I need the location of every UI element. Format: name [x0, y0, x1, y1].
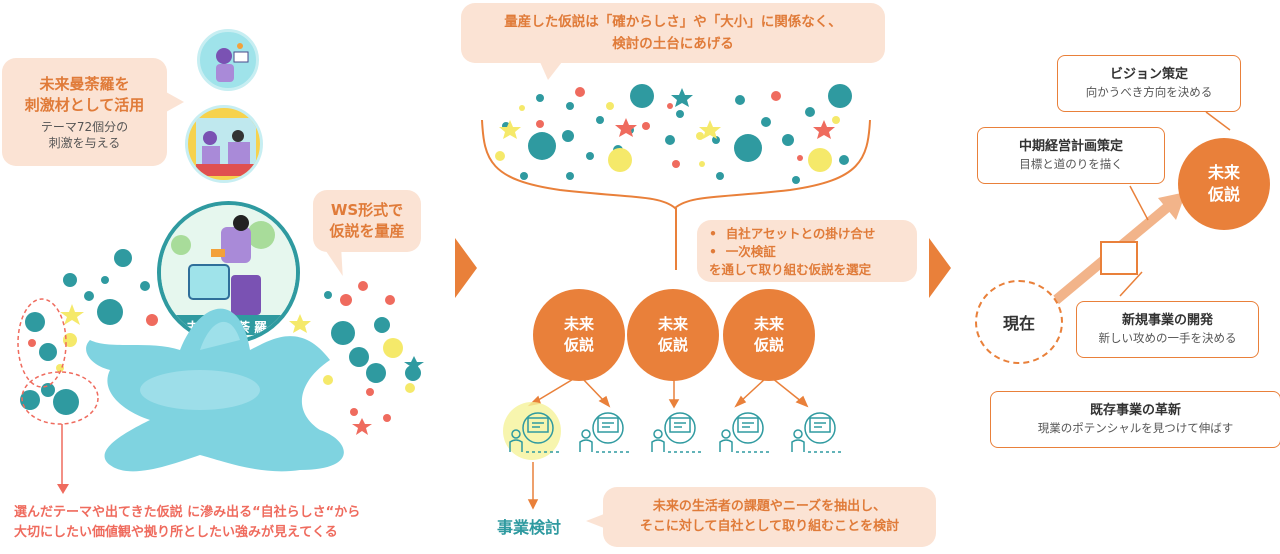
hypothesis-circle-1: 未来 仮説 — [533, 289, 625, 381]
section-arrow-2 — [929, 238, 951, 298]
study-person-icon-3 — [651, 412, 702, 453]
hypothesis-dots — [481, 84, 871, 210]
midpoint-box — [1100, 241, 1138, 275]
footer-arrow-head — [57, 484, 69, 494]
midterm-box: 中期経営計画策定 目標と道のりを描く — [977, 127, 1165, 184]
top-hypothesis-text: 量産した仮説は「確からしさ」や「大小」に関係なく、 検討の土台にあげる — [504, 14, 842, 52]
brace-stem — [675, 208, 677, 270]
current-circle: 現在 — [975, 280, 1063, 364]
select-bullet-1: • 自社アセットとの掛け合せ — [709, 226, 876, 241]
avatar-illustration-main: 未来曼荼羅 — [157, 201, 300, 344]
vision-box: ビジョン策定 向かうべき方向を決める — [1057, 55, 1241, 112]
ws-bubble: WS形式で 仮説を量産 — [313, 190, 421, 252]
current-label: 現在 — [1002, 314, 1035, 333]
select-bullet-2-text: 一次検証 — [725, 244, 776, 259]
study-label: 事業検討 — [497, 518, 562, 537]
avatar-illustration-2 — [185, 105, 263, 183]
study-bubble-text: 未来の生活者の課題やニーズを抽出し、 そこに対して自社として取り組むことを検討 — [639, 499, 900, 534]
top-hypothesis-tail — [540, 62, 562, 80]
mandala-bubble-sub: テーマ72個分の 刺激を与える — [40, 120, 129, 150]
midterm-title: 中期経営計画策定 — [1018, 139, 1123, 154]
study-person-icon-5 — [791, 412, 842, 453]
study-person-icon-2 — [579, 412, 630, 453]
existing-box: 既存事業の革新 現業のポテンシャルを見つけて伸ばす — [990, 391, 1280, 448]
newbiz-title: 新規事業の開発 — [1121, 313, 1213, 328]
newbiz-sub: 新しい攻めの一手を決める — [1098, 331, 1237, 345]
select-bubble: • 自社アセットとの掛け合せ • 一次検証 を通して取り組む仮説を選定 — [697, 220, 917, 282]
newbiz-box: 新規事業の開発 新しい攻めの一手を決める — [1076, 301, 1259, 358]
mandala-bubble: 未来曼荼羅を 刺激材として活用 テーマ72個分の 刺激を与える — [2, 58, 167, 166]
vision-sub: 向かうべき方向を決める — [1085, 85, 1213, 99]
ws-bubble-title: WS形式で 仮説を量産 — [329, 201, 405, 240]
study-person-icon-1 — [509, 412, 560, 453]
select-bubble-tail-text: を通して取り組む仮説を選定 — [709, 262, 872, 277]
hypothesis-circle-3: 未来 仮説 — [723, 289, 815, 381]
future-circle: 未来 仮説 — [1178, 138, 1270, 230]
existing-title: 既存事業の革新 — [1089, 403, 1181, 418]
top-hypothesis-bubble: 量産した仮説は「確からしさ」や「大小」に関係なく、 検討の土台にあげる — [461, 3, 885, 63]
left-footer-text: 選んだテーマや出てきた仮説 に滲み出る“自社らしさ“から 大切にしたい価値観や拠… — [14, 505, 361, 540]
select-bullet-2: • 一次検証 — [709, 244, 776, 259]
mandala-bubble-title: 未来曼荼羅を 刺激材として活用 — [24, 75, 145, 114]
section-arrow-1 — [455, 238, 477, 298]
avatar-illustration-1 — [197, 29, 259, 91]
midterm-sub: 目標と道のりを描く — [1019, 157, 1123, 171]
right-connectors — [1119, 111, 1231, 297]
existing-sub: 現業のポテンシャルを見つけて伸ばす — [1037, 421, 1234, 435]
study-bubble-tail — [586, 514, 604, 528]
splash-illustration — [17, 249, 424, 488]
hypothesis-circle-2: 未来 仮説 — [627, 289, 719, 381]
mandala-bubble-tail — [166, 92, 184, 112]
study-bubble: 未来の生活者の課題やニーズを抽出し、 そこに対して自社として取り組むことを検討 — [603, 487, 936, 547]
select-bullet-1-text: 自社アセットとの掛け合せ — [725, 226, 876, 241]
study-person-icon-4 — [719, 412, 770, 453]
vision-title: ビジョン策定 — [1109, 67, 1188, 82]
